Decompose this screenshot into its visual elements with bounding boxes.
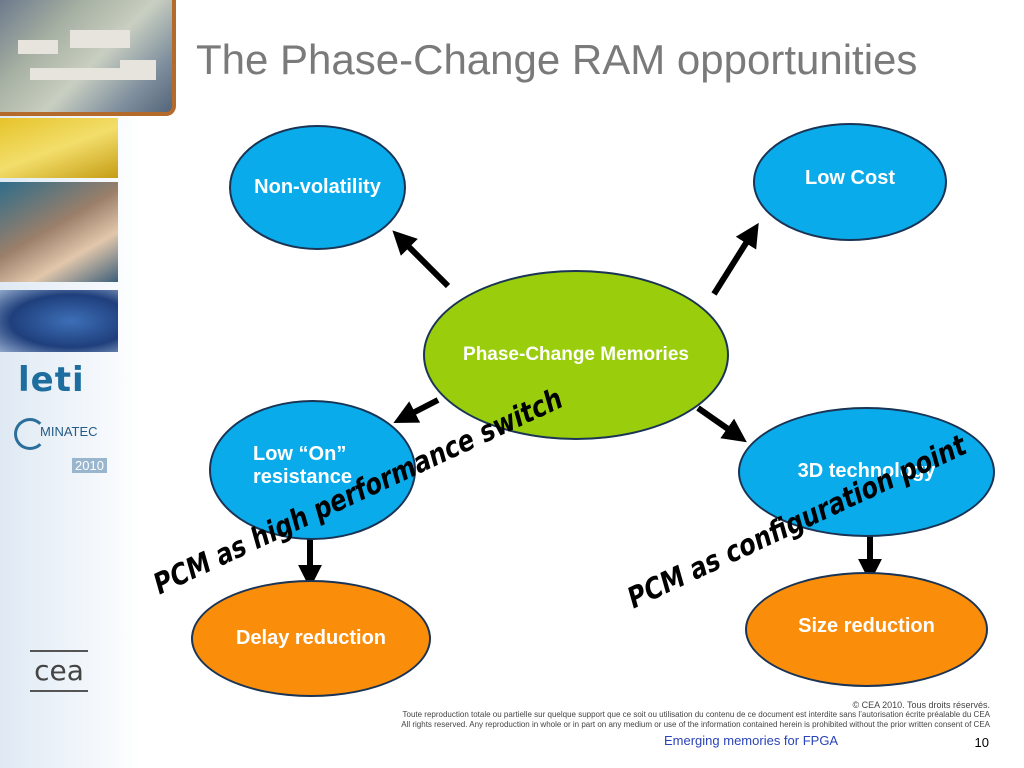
cleanroom-photo bbox=[0, 118, 118, 178]
wafer-photo bbox=[0, 290, 118, 352]
slide-title: The Phase-Change RAM opportunities bbox=[196, 36, 918, 83]
sidebar: leti MINATEC 2010 cea bbox=[0, 0, 176, 768]
notice-en: All rights reserved. Any reproduction in… bbox=[401, 720, 990, 729]
arrow-to-low-on-resistance bbox=[393, 397, 440, 423]
arrow-to-non-volatility bbox=[392, 230, 451, 289]
lab-researcher-photo bbox=[0, 182, 118, 282]
cea-logo: cea bbox=[30, 646, 88, 696]
node-3d-technology: 3D technology bbox=[738, 407, 995, 537]
campus-photo bbox=[0, 0, 176, 116]
arrow-to-3d-technology bbox=[696, 405, 747, 443]
minatec-ring-icon bbox=[14, 418, 46, 450]
node-phase-change-memories: Phase-Change Memories bbox=[423, 270, 729, 440]
node-non-volatility: Non-volatility bbox=[229, 125, 406, 250]
page-number: 10 bbox=[974, 735, 989, 750]
node-size-reduction: Size reduction bbox=[745, 572, 988, 687]
node-delay-reduction: Delay reduction bbox=[191, 580, 431, 697]
node-low-on-resistance: Low “On” resistance bbox=[209, 400, 416, 540]
cea-logo-text: cea bbox=[34, 654, 84, 687]
copyright-line: © CEA 2010. Tous droits réservés. bbox=[852, 700, 990, 710]
node-low-cost: Low Cost bbox=[753, 123, 947, 241]
footer-topic: Emerging memories for FPGA bbox=[664, 733, 839, 748]
notice-fr: Toute reproduction totale ou partielle s… bbox=[402, 710, 990, 719]
minatec-logo: MINATEC bbox=[40, 424, 98, 439]
arrow-to-low-cost bbox=[711, 222, 759, 296]
footer-copyright: © CEA 2010. Tous droits réservés. Toute … bbox=[401, 700, 990, 730]
leti-logo: leti bbox=[18, 360, 85, 400]
year-label: 2010 bbox=[72, 458, 107, 473]
